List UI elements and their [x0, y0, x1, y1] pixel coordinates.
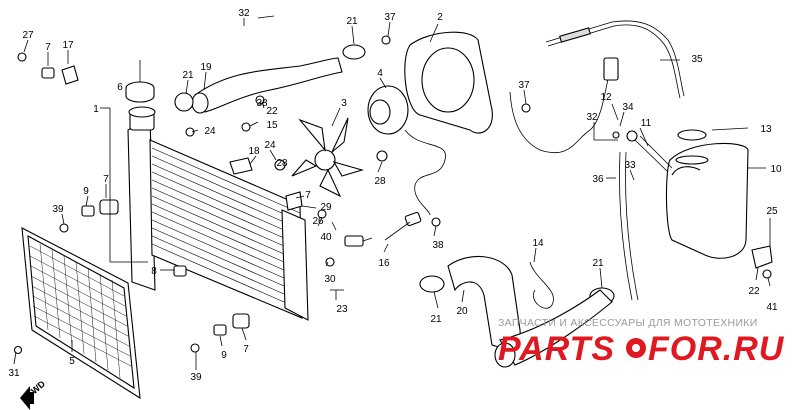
callout-32: 32: [586, 112, 598, 123]
radiator-cap: [125, 81, 155, 103]
callout-38: 38: [256, 98, 268, 109]
callout-33: 33: [624, 160, 636, 171]
callout-26: 26: [312, 216, 324, 227]
watermark: ЗАПЧАСТИ И АКСЕССУАРЫ ДЛЯ МОТОТЕХНИКИ PA…: [498, 317, 785, 368]
lower-hose: [447, 255, 613, 368]
callout-31: 31: [8, 368, 20, 379]
breather-hose: [545, 20, 685, 99]
callout-39: 39: [190, 372, 202, 383]
leader-lines: [13, 15, 771, 370]
callout-30: 30: [324, 274, 336, 285]
callout-6: 6: [117, 82, 123, 93]
callout-14: 14: [532, 238, 544, 249]
reserve-tank: [665, 129, 749, 259]
callout-35: 35: [691, 54, 703, 65]
callout-2: 2: [437, 12, 443, 23]
callout-24: 24: [264, 140, 276, 151]
callout-16: 16: [378, 258, 390, 269]
callout-17: 17: [62, 40, 74, 51]
hose-clip: [529, 261, 554, 309]
overflow-tube: [619, 151, 639, 301]
callout-4: 4: [377, 68, 383, 79]
radiator-grille: [21, 227, 141, 400]
callout-7: 7: [243, 344, 249, 355]
callout-19: 19: [200, 62, 212, 73]
callout-12: 12: [600, 92, 612, 103]
fan-motor: [367, 85, 446, 216]
radiator-core: [127, 106, 309, 321]
callout-37: 37: [518, 80, 530, 91]
callout-38: 38: [432, 240, 444, 251]
callout-24: 24: [204, 126, 216, 137]
callout-9: 9: [83, 186, 89, 197]
callout-1: 1: [93, 104, 99, 115]
callout-11: 11: [641, 118, 652, 129]
watermark-tagline: ЗАПЧАСТИ И АКСЕССУАРЫ ДЛЯ МОТОТЕХНИКИ: [498, 317, 758, 329]
callout-21: 21: [346, 16, 358, 27]
watermark-brand-left: PARTS: [498, 330, 615, 368]
callout-28: 28: [374, 176, 386, 187]
siphon-tube: [626, 130, 673, 173]
callout-5: 5: [69, 356, 75, 367]
tank-bracket: [751, 245, 773, 269]
callout-21: 21: [430, 314, 442, 325]
callout-10: 10: [770, 164, 782, 175]
callout-21: 21: [182, 70, 194, 81]
callout-32: 32: [238, 8, 250, 19]
callout-13: 13: [760, 124, 772, 135]
fwd-label: FWD: [25, 378, 48, 399]
callout-34: 34: [622, 102, 634, 113]
callout-7: 7: [45, 42, 51, 53]
fan-shroud: [404, 31, 493, 134]
callout-37: 37: [384, 12, 396, 23]
thermo-switch: [344, 235, 373, 247]
callout-23: 23: [336, 304, 348, 315]
callout-15: 15: [266, 120, 278, 131]
callout-7: 7: [305, 190, 311, 201]
callout-9: 9: [221, 350, 227, 361]
callout-7: 7: [103, 174, 109, 185]
watermark-brand-right: FOR.RU: [648, 330, 785, 368]
thermostat-sensor: [384, 211, 422, 241]
callout-41: 41: [766, 302, 778, 313]
callout-40: 40: [320, 232, 332, 243]
callout-36: 36: [592, 174, 604, 185]
callout-22: 22: [266, 106, 278, 117]
callout-25: 25: [766, 206, 778, 217]
cooling-fan: [291, 117, 364, 198]
forward-direction-marker: FWD: [20, 378, 47, 410]
callout-3: 3: [341, 98, 347, 109]
callout-21: 21: [592, 258, 604, 269]
callout-20: 20: [456, 306, 468, 317]
part-callouts: 32 21 37 2 27 7 17 6 21 19 4 35 1 24 38 …: [8, 8, 782, 383]
callout-27: 27: [22, 30, 34, 41]
callout-29: 29: [320, 202, 332, 213]
callout-8: 8: [151, 266, 157, 277]
callout-28: 28: [276, 158, 288, 169]
callout-39: 39: [52, 204, 64, 215]
callout-22: 22: [748, 286, 760, 297]
fan-wiring: [509, 57, 619, 154]
upper-hose: [191, 57, 343, 114]
callout-18: 18: [248, 146, 260, 157]
